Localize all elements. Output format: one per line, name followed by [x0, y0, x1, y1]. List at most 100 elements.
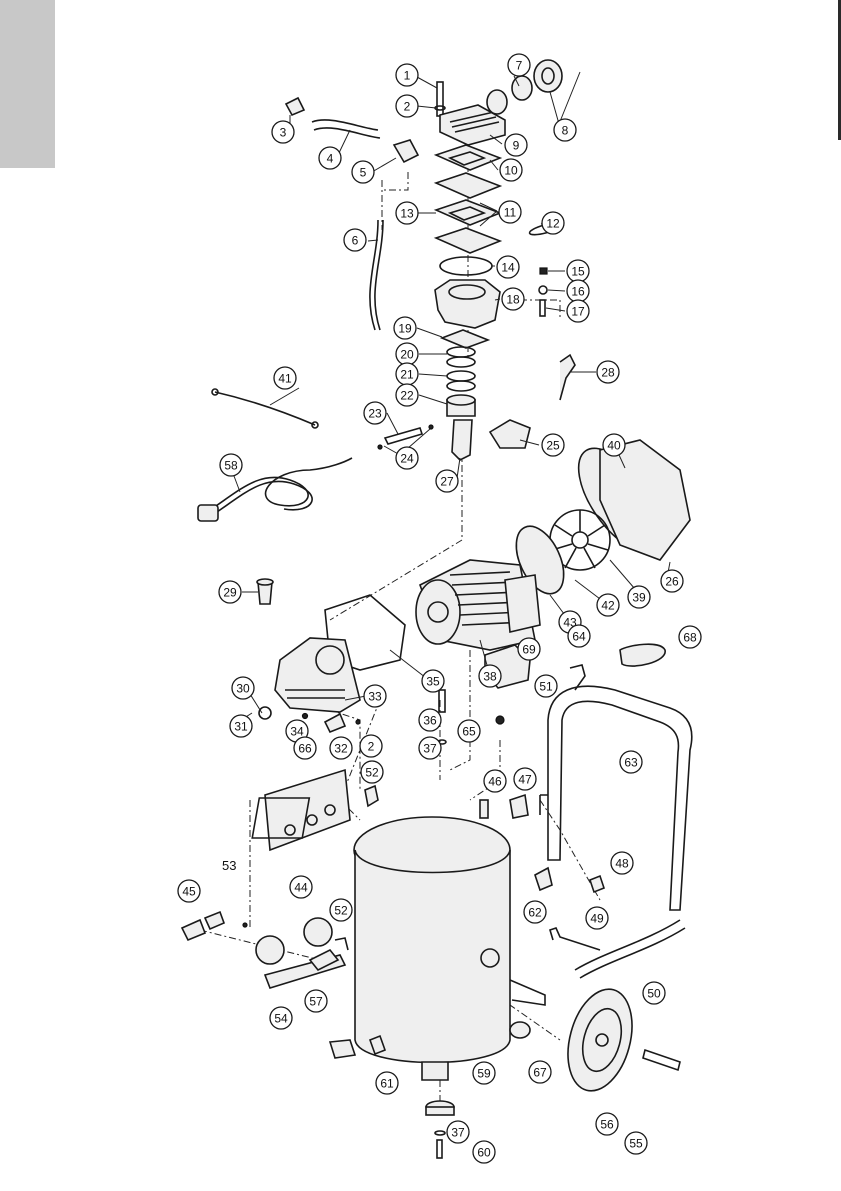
callout-number: 14 — [501, 261, 515, 275]
callout-number: 22 — [400, 389, 414, 403]
callout-17: 17 — [567, 300, 589, 322]
callout-49: 49 — [586, 907, 608, 929]
annotation-53-label: 53 — [222, 858, 236, 873]
callout-40: 40 — [603, 434, 625, 456]
callout-number: 6 — [352, 234, 359, 248]
grip-part — [620, 644, 665, 666]
callout-41: 41 — [274, 367, 296, 389]
callout-18: 18 — [502, 288, 524, 310]
callout-number: 26 — [665, 575, 679, 589]
pressure-gauge-part — [256, 936, 284, 964]
callout-number: 5 — [360, 166, 367, 180]
pressure-gauge-part — [304, 918, 332, 946]
callout-23: 23 — [364, 402, 386, 424]
callout-number: 54 — [274, 1012, 288, 1026]
callout-62: 62 — [524, 901, 546, 923]
callout-36: 36 — [419, 709, 441, 731]
callout-56: 56 — [596, 1113, 618, 1135]
callout-number: 49 — [590, 912, 604, 926]
callout-45: 45 — [178, 880, 200, 902]
callout-3: 3 — [272, 121, 294, 143]
callout-number: 10 — [504, 164, 518, 178]
callout-10: 10 — [500, 159, 522, 181]
callout-number: 48 — [615, 857, 629, 871]
callout-number: 27 — [440, 475, 454, 489]
callout-number: 47 — [518, 773, 532, 787]
callout-number: 19 — [398, 322, 412, 336]
callout-30: 30 — [232, 677, 254, 699]
callout-number: 59 — [477, 1067, 491, 1081]
callout-5: 5 — [352, 161, 374, 183]
callout-number: 41 — [278, 372, 292, 386]
callout-number: 44 — [294, 881, 308, 895]
callout-29: 29 — [219, 581, 241, 603]
callout-number: 40 — [607, 439, 621, 453]
callout-54: 54 — [270, 1007, 292, 1029]
callout-26: 26 — [661, 570, 683, 592]
callout-number: 13 — [400, 207, 414, 221]
callout-39: 39 — [628, 586, 650, 608]
callout-60: 60 — [473, 1141, 495, 1163]
callout-number: 12 — [546, 217, 560, 231]
callout-13: 13 — [396, 202, 418, 224]
callout-57: 57 — [305, 990, 327, 1012]
callout-63: 63 — [620, 751, 642, 773]
callout-37: 37 — [419, 737, 441, 759]
callout-6: 6 — [344, 229, 366, 251]
callout-32: 32 — [330, 737, 352, 759]
callout-number: 2 — [368, 740, 375, 754]
callout-35: 35 — [422, 670, 444, 692]
callout-number: 52 — [334, 904, 348, 918]
callout-number: 50 — [647, 987, 661, 1001]
callout-number: 15 — [571, 265, 585, 279]
callout-number: 8 — [562, 124, 569, 138]
callout-number: 39 — [632, 591, 646, 605]
callout-27: 27 — [436, 470, 458, 492]
callout-50: 50 — [643, 982, 665, 1004]
connecting-rod-part — [452, 420, 472, 460]
callout-52: 52 — [330, 899, 352, 921]
callout-64: 64 — [568, 625, 590, 647]
callout-31: 31 — [230, 715, 252, 737]
callout-21: 21 — [396, 363, 418, 385]
callout-number: 9 — [513, 139, 520, 153]
callout-number: 69 — [522, 643, 536, 657]
callout-48: 48 — [611, 852, 633, 874]
callout-19: 19 — [394, 317, 416, 339]
callout-59: 59 — [473, 1062, 495, 1084]
callout-number: 24 — [400, 452, 414, 466]
callout-number: 23 — [368, 407, 382, 421]
callout-number: 57 — [309, 995, 323, 1009]
callout-number: 28 — [601, 366, 615, 380]
callout-61: 61 — [376, 1072, 398, 1094]
callout-1: 1 — [396, 64, 418, 86]
wheel-part — [558, 982, 643, 1098]
callout-number: 34 — [290, 725, 304, 739]
callout-number: 68 — [683, 631, 697, 645]
callout-8: 8 — [554, 119, 576, 141]
callout-number: 56 — [600, 1118, 614, 1132]
callout-number: 33 — [368, 690, 382, 704]
callout-number: 58 — [224, 459, 238, 473]
callout-number: 38 — [483, 670, 497, 684]
callout-37: 37 — [447, 1121, 469, 1143]
crankcase-part — [275, 638, 360, 712]
bolt-part — [437, 82, 443, 116]
callout-11: 11 — [499, 201, 521, 223]
callout-38: 38 — [479, 665, 501, 687]
callout-66: 66 — [294, 737, 316, 759]
tank-part — [355, 850, 510, 1063]
callout-number: 32 — [334, 742, 348, 756]
callout-number: 36 — [423, 714, 437, 728]
callout-44: 44 — [290, 876, 312, 898]
callout-2: 2 — [396, 95, 418, 117]
callout-number: 42 — [601, 599, 615, 613]
callout-2: 2 — [360, 735, 382, 757]
callout-number: 37 — [423, 742, 437, 756]
callout-33: 33 — [364, 685, 386, 707]
callout-number: 3 — [280, 126, 287, 140]
callout-number: 67 — [533, 1066, 547, 1080]
callout-number: 64 — [572, 630, 586, 644]
callout-number: 30 — [236, 682, 250, 696]
